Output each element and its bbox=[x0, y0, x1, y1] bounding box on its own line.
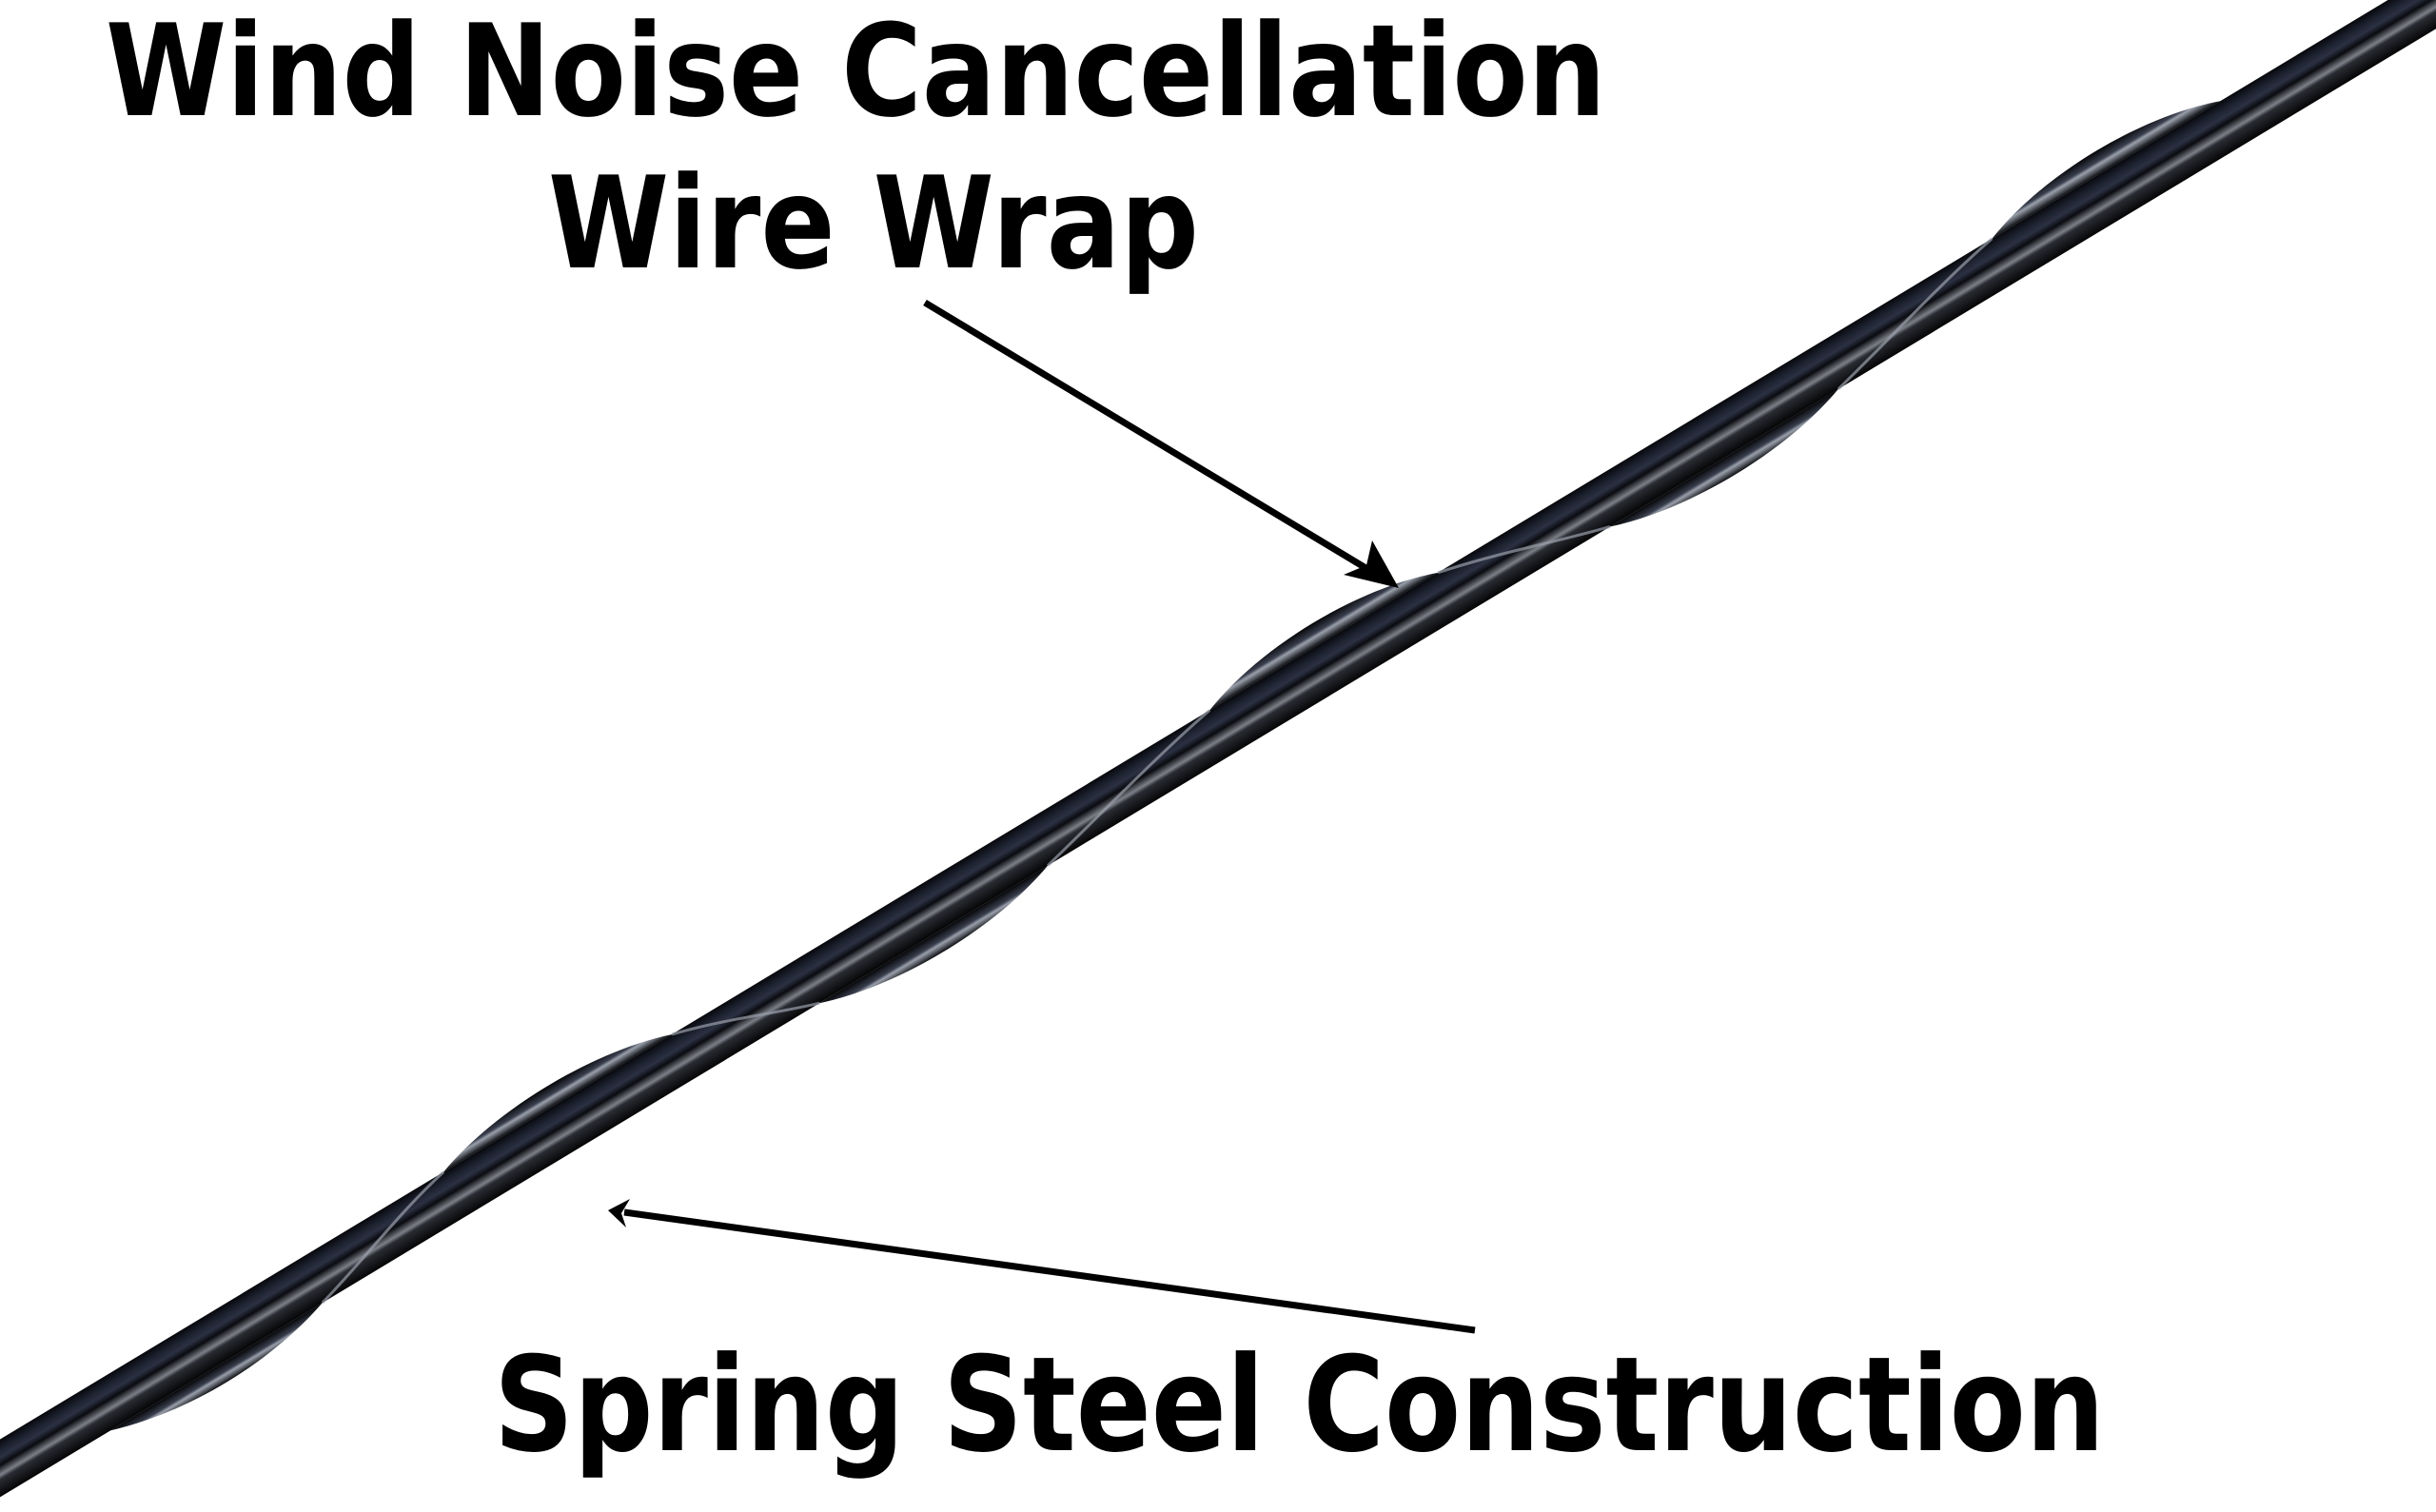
spring-steel-label: Spring Steel Construction bbox=[494, 1328, 2105, 1482]
wind-noise-title: Wind Noise Cancellation bbox=[106, 0, 1606, 146]
spring-steel-arrow bbox=[608, 1199, 1476, 1334]
wire-wrap-arrow bbox=[923, 300, 1399, 588]
wire-wrap-title: Wire Wrap bbox=[548, 149, 1199, 298]
